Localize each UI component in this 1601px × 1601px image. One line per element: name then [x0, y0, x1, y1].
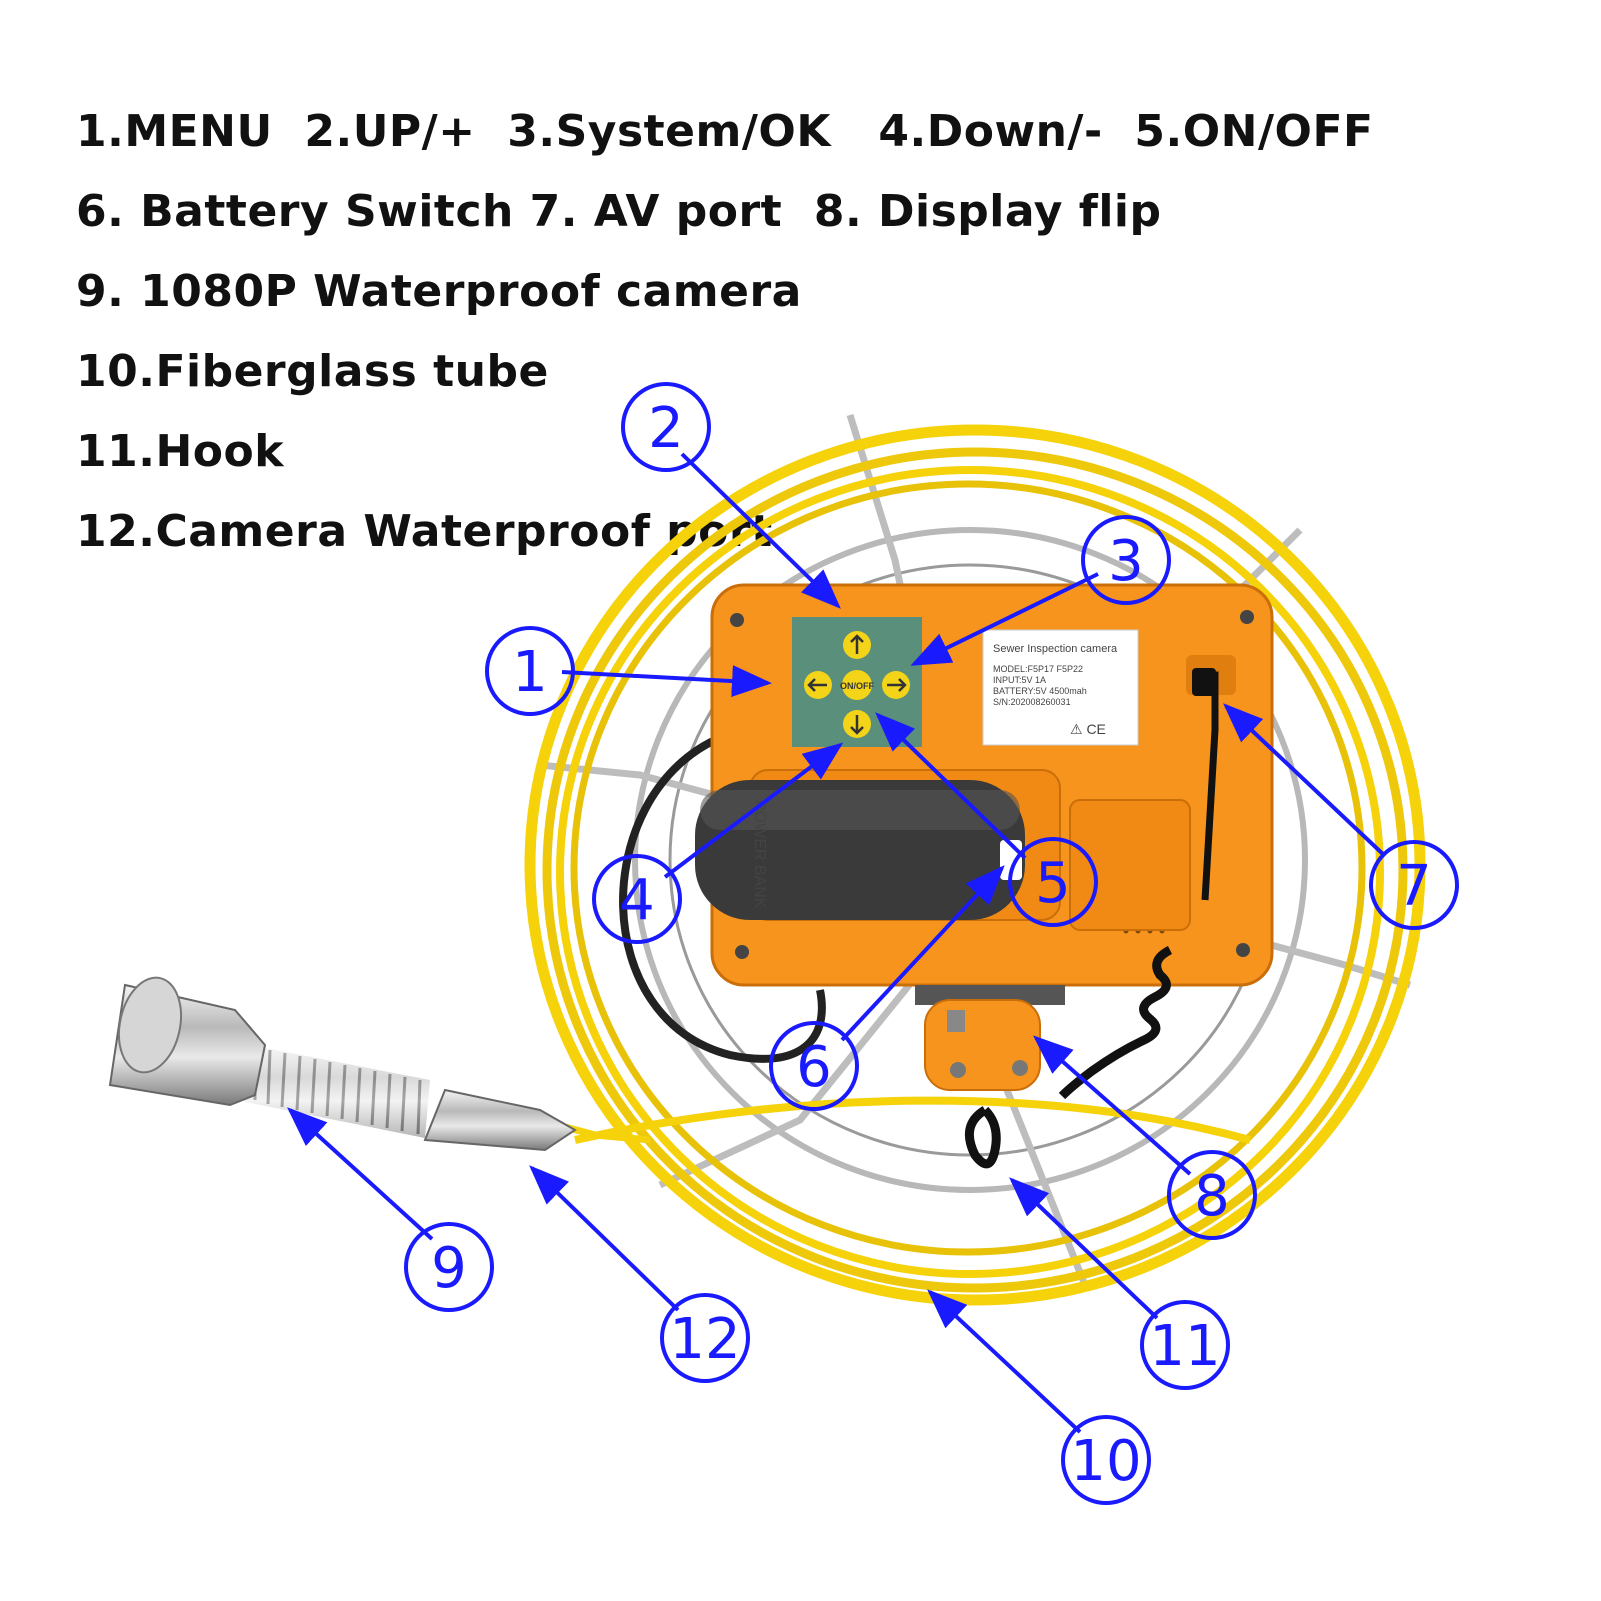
callout-9-number: 9 [431, 1236, 467, 1301]
arrow-10 [927, 1289, 1082, 1434]
callout-5-number: 5 [1035, 851, 1071, 916]
label-title: Sewer Inspection camera [993, 643, 1118, 655]
onoff-button[interactable]: ON/OFF [840, 670, 874, 700]
callout-11-number: 11 [1149, 1314, 1220, 1379]
down-button[interactable] [843, 710, 871, 738]
product-label: Sewer Inspection camera MODEL:F5P17 F5P2… [982, 629, 1139, 746]
keypad: ON/OFF [792, 617, 922, 747]
callout-8-number: 8 [1194, 1164, 1230, 1229]
arrow-8 [1033, 1035, 1192, 1176]
callout-1: 1 [485, 626, 575, 716]
label-line-3: BATTERY:5V 4500mah [993, 686, 1087, 696]
legend-line-2: 6. Battery Switch 7. AV port 8. Display … [76, 186, 1162, 237]
callout-3: 3 [1081, 515, 1171, 605]
legend-line-4: 10.Fiberglass tube [76, 346, 549, 397]
power-bank: POWER BANK [695, 780, 1025, 920]
callout-2-number: 2 [648, 396, 684, 461]
arrow-4 [663, 742, 844, 879]
coiled-cable [1058, 945, 1173, 1100]
callout-5: 5 [1008, 837, 1098, 927]
callout-12: 12 [660, 1293, 750, 1383]
callout-6: 6 [769, 1021, 859, 1111]
power-bank-label: POWER BANK [751, 800, 768, 909]
callout-1-number: 1 [512, 640, 548, 705]
callout-markers: 1 2 3 4 5 6 7 8 9 10 11 12 [404, 382, 1459, 1505]
legend-line-1: 1.MENU 2.UP/+ 3.System/OK 4.Down/- 5.ON/… [76, 106, 1374, 157]
callout-4: 4 [592, 854, 682, 944]
callout-2: 2 [621, 382, 711, 472]
arrow-5 [875, 712, 1027, 860]
callout-7: 7 [1369, 840, 1459, 930]
menu-button[interactable] [804, 671, 832, 699]
callout-9: 9 [404, 1222, 494, 1312]
callout-8: 8 [1167, 1150, 1257, 1240]
callout-4-number: 4 [619, 868, 655, 933]
callout-3-number: 3 [1108, 529, 1144, 594]
callout-7-number: 7 [1396, 854, 1432, 919]
system-ok-button[interactable] [882, 671, 910, 699]
legend-line-5: 11.Hook [76, 426, 284, 477]
arrow-3 [910, 572, 1099, 666]
callout-6-number: 6 [796, 1035, 832, 1100]
arrow-2 [680, 452, 841, 609]
arrow-7 [1223, 703, 1387, 858]
arrow-12 [529, 1165, 680, 1312]
callout-11: 11 [1140, 1300, 1230, 1390]
arrow-6 [840, 865, 1005, 1042]
black-cable [619, 736, 826, 1063]
camera-assembly [108, 976, 651, 1152]
up-button[interactable] [843, 631, 871, 659]
arrow-1 [561, 665, 772, 698]
callout-10: 10 [1061, 1415, 1151, 1505]
legend-line-3: 9. 1080P Waterproof camera [76, 266, 802, 317]
display-flip-bracket [915, 985, 1065, 1091]
arrow-11 [1009, 1177, 1159, 1320]
fiberglass-tube-coil [524, 424, 1426, 1306]
label-line-2: INPUT:5V 1A [993, 675, 1046, 685]
arrow-9 [287, 1107, 434, 1241]
label-line-4: S/N:202008260031 [993, 697, 1071, 707]
hook [964, 1106, 1001, 1169]
callout-12-number: 12 [669, 1307, 740, 1372]
onoff-key-label: ON/OFF [840, 681, 874, 691]
label-line-1: MODEL:F5P17 F5P22 [993, 664, 1083, 674]
legend: 1.MENU 2.UP/+ 3.System/OK 4.Down/- 5.ON/… [76, 92, 1376, 572]
label-marks: ⚠ CE [1070, 721, 1106, 737]
callout-10-number: 10 [1070, 1429, 1141, 1494]
callout-arrows [287, 452, 1387, 1434]
av-port [1186, 655, 1236, 901]
